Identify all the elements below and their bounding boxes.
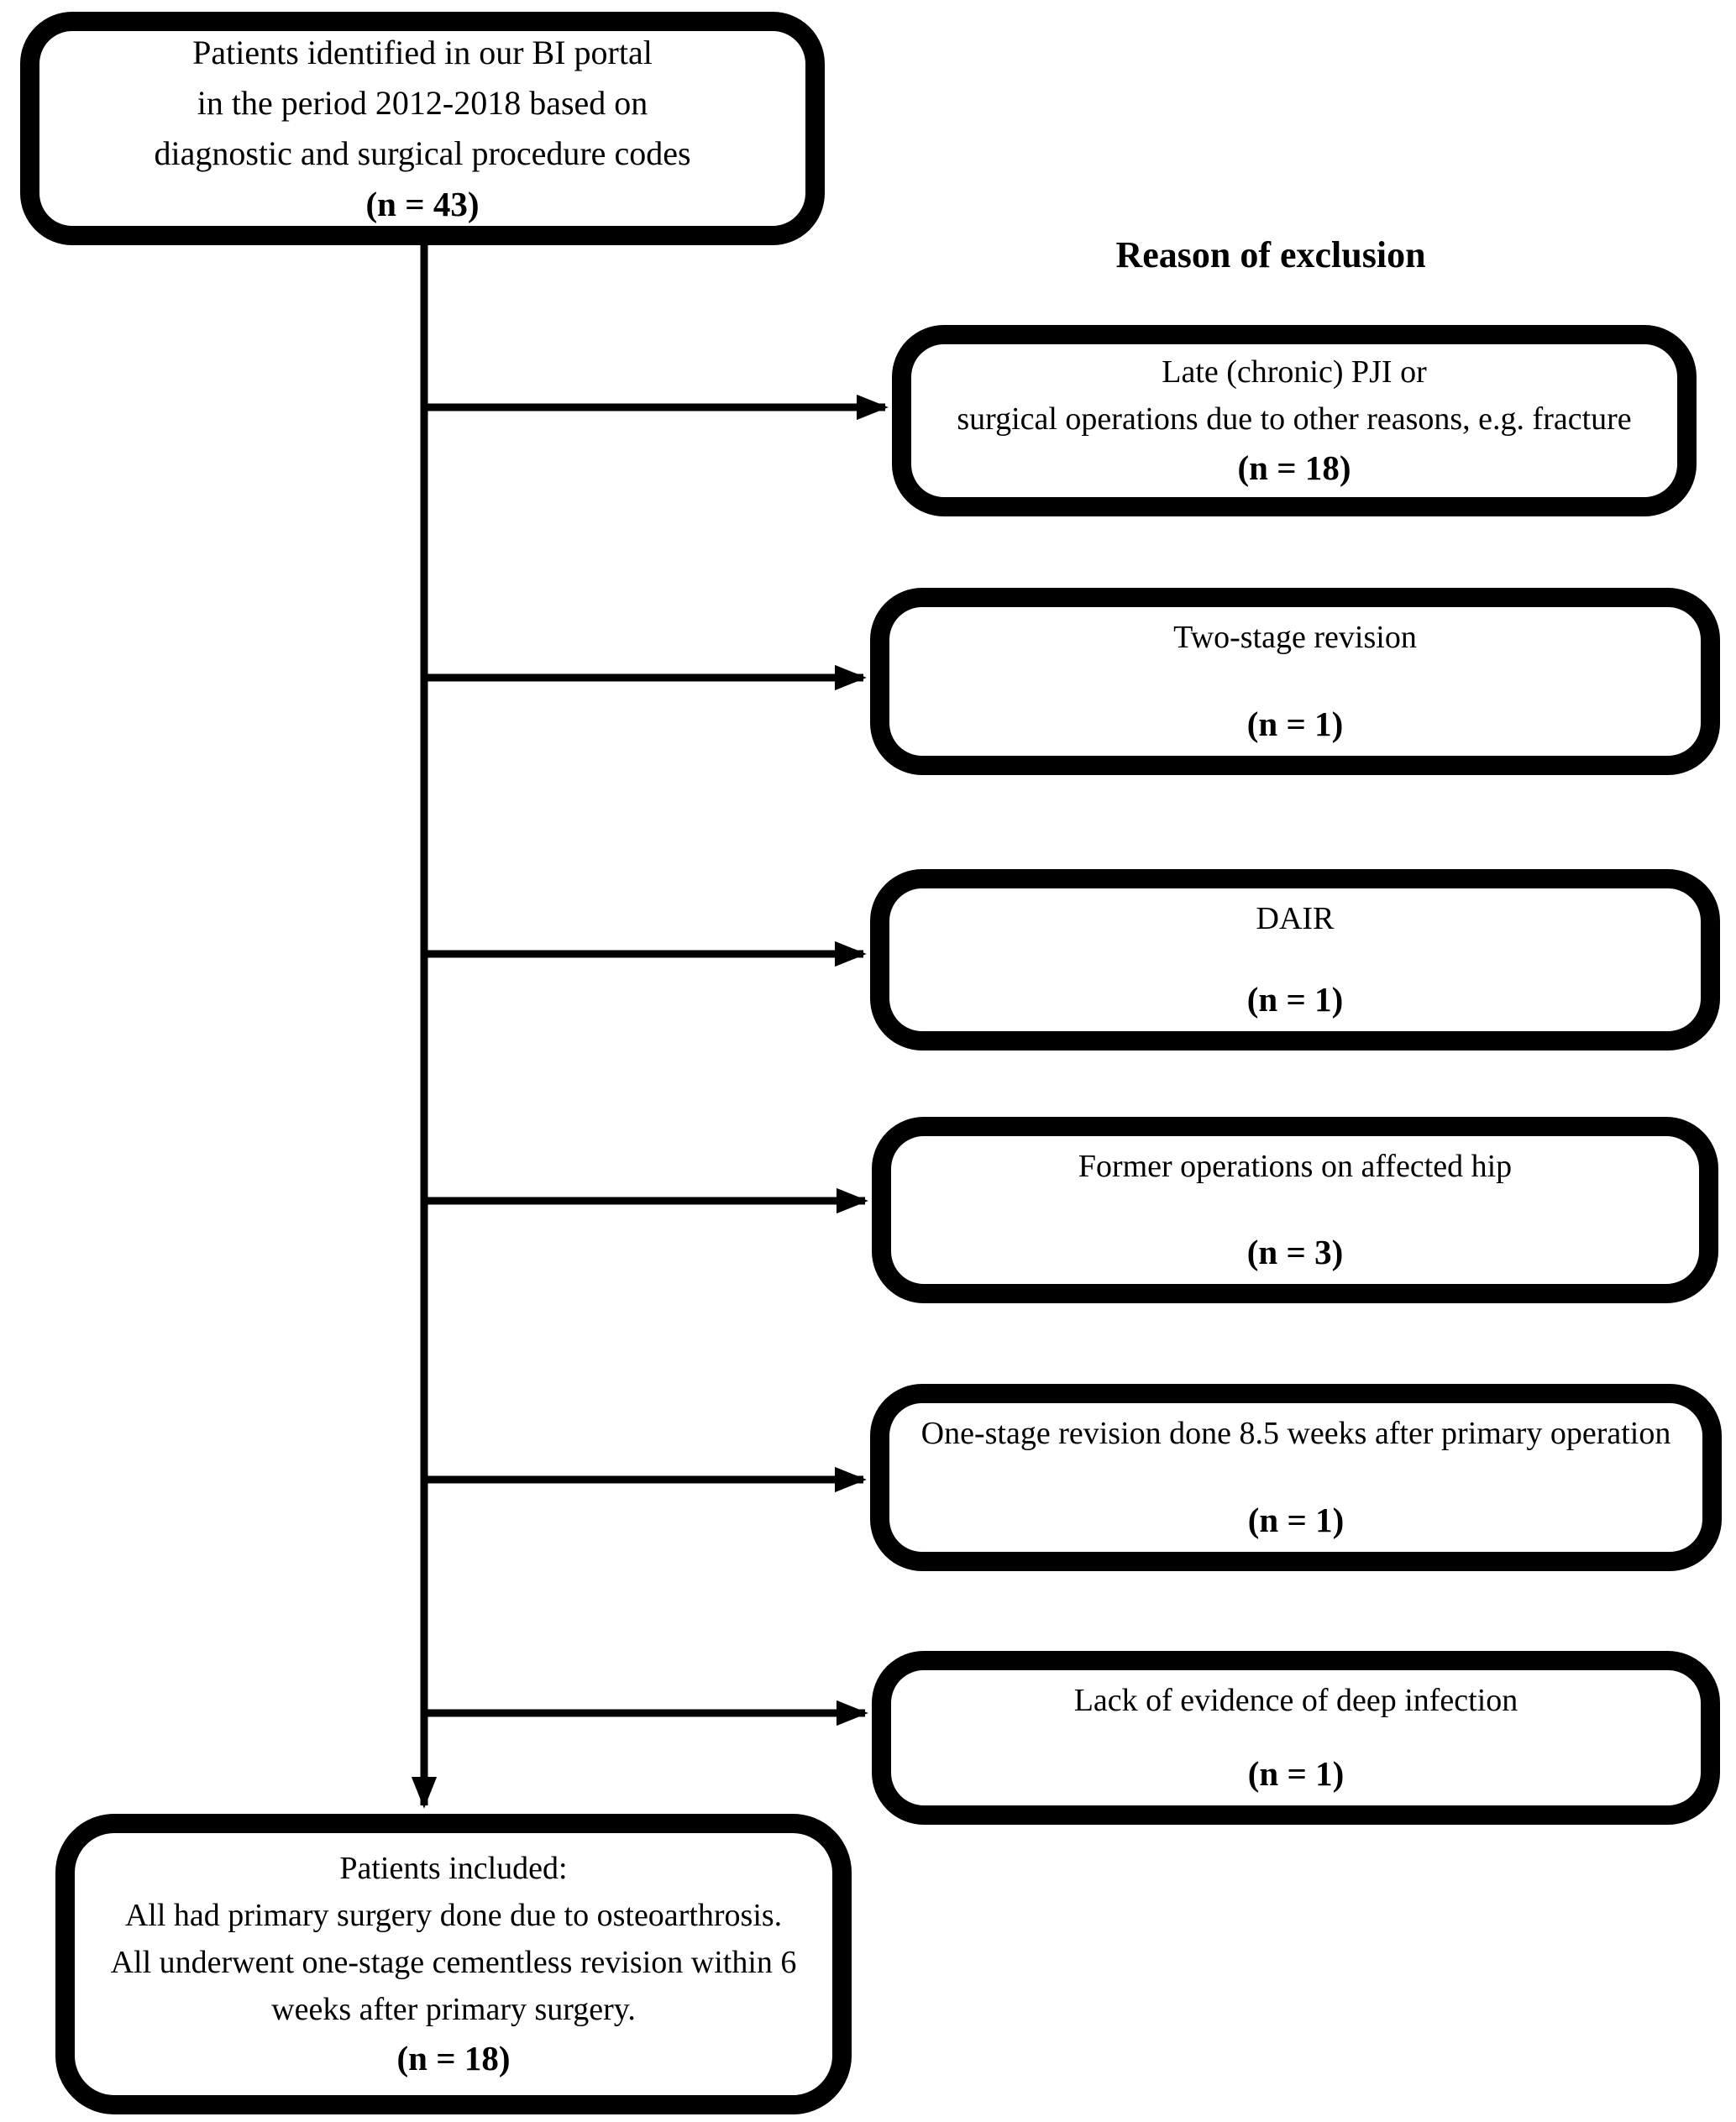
box-text-line: Former operations on affected hip: [1078, 1149, 1513, 1184]
exclusion-box-late-pji: Late (chronic) PJI or surgical operation…: [892, 325, 1697, 516]
box-text-line: Patients identified in our BI portal: [192, 34, 653, 71]
exclusion-box-two-stage-revision: Two-stage revision (n = 1): [870, 588, 1720, 775]
box-text-line: All had primary surgery done due to oste…: [124, 1898, 783, 1933]
box-count: (n = 1): [1246, 705, 1344, 743]
box-count: (n = 18): [1237, 448, 1351, 487]
box-text-line: Two-stage revision: [1173, 620, 1417, 655]
exclusion-box-one-stage-revision: One-stage revision done 8.5 weeks after …: [870, 1384, 1722, 1571]
box-count: (n = 1): [1247, 1501, 1345, 1539]
box-count: (n = 1): [1247, 1754, 1345, 1793]
box-text-line: All underwent one-stage cementless revis…: [110, 1945, 797, 1980]
exclusion-box-dair: DAIR (n = 1): [870, 869, 1720, 1051]
box-text-line: Late (chronic) PJI or: [1162, 354, 1427, 390]
box-count: (n = 3): [1246, 1233, 1344, 1271]
patients-identified-box: Patients identified in our BI portal in …: [20, 12, 825, 245]
box-text-line: One-stage revision done 8.5 weeks after …: [920, 1416, 1671, 1451]
box-text-line: in the period 2012-2018 based on: [197, 84, 648, 122]
box-text-line: surgical operations due to other reasons…: [957, 401, 1632, 437]
box-count: (n = 43): [365, 185, 480, 223]
box-text-line: weeks after primary surgery.: [271, 1992, 636, 2027]
patients-included-box: Patients included: All had primary surge…: [55, 1814, 852, 2114]
exclusion-box-lack-of-evidence: Lack of evidence of deep infection (n = …: [872, 1651, 1720, 1825]
box-count: (n = 18): [396, 2039, 511, 2077]
box-text-line: diagnostic and surgical procedure codes: [154, 134, 691, 172]
box-text-line: DAIR: [1256, 901, 1335, 936]
exclusion-column-header: Reason of exclusion: [1115, 234, 1426, 275]
exclusion-box-former-operations: Former operations on affected hip (n = 3…: [872, 1117, 1718, 1303]
box-text-line: Lack of evidence of deep infection: [1073, 1683, 1518, 1718]
box-text-line: Patients included:: [339, 1851, 568, 1886]
box-count: (n = 1): [1246, 980, 1344, 1019]
